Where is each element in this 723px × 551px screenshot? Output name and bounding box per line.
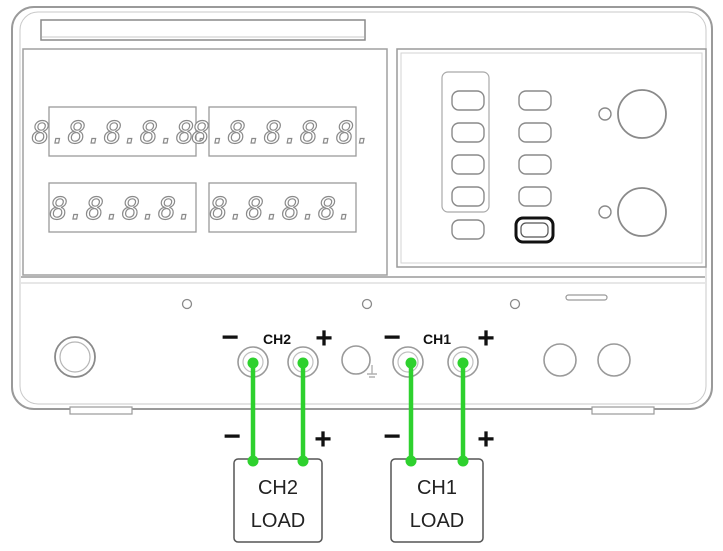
ch1-load-minus: − xyxy=(383,420,401,453)
right-button-2[interactable] xyxy=(518,122,552,143)
top-label-slot xyxy=(40,19,366,41)
ch1-plus-wire-bottom-dot xyxy=(457,455,469,467)
ch1-minus-terminal-inner xyxy=(397,351,419,373)
ch2-plus-wire-top-dot xyxy=(297,357,309,369)
ch1-primary-digits: 8.8.8.8.8. xyxy=(192,116,373,151)
ch2-panel-minus: − xyxy=(221,321,239,354)
right-button-4[interactable] xyxy=(518,186,552,207)
ch2-minus-wire-bottom-dot xyxy=(247,455,259,467)
left-button-1[interactable] xyxy=(451,90,485,111)
ch1-load-line1: CH1 xyxy=(417,477,457,499)
left-foot xyxy=(69,406,133,415)
indicator-led-left xyxy=(181,298,193,310)
ch2-panel-label: CH2 xyxy=(263,331,291,347)
right-button-1[interactable] xyxy=(518,90,552,111)
ground-terminal[interactable] xyxy=(341,345,371,375)
upper-knob-indicator xyxy=(598,107,612,121)
output-button-inner xyxy=(520,222,549,238)
ch1-minus-wire-bottom-dot xyxy=(405,455,417,467)
upper-knob[interactable] xyxy=(617,89,667,139)
ch2-load-line1: CH2 xyxy=(258,477,298,499)
ch2-minus-wire-top-dot xyxy=(247,357,259,369)
ch1-panel-plus: + xyxy=(477,322,495,355)
lower-knob[interactable] xyxy=(617,187,667,237)
lower-knob-indicator xyxy=(598,205,612,219)
right-foot xyxy=(591,406,655,415)
wiring-group xyxy=(247,357,469,467)
ch1-load-line2: LOAD xyxy=(410,510,464,532)
ch1-panel-minus: − xyxy=(383,321,401,354)
ch2-secondary-display xyxy=(48,182,197,233)
ch2-load-line2: LOAD xyxy=(251,510,305,532)
ch1-panel-label: CH1 xyxy=(423,331,451,347)
ch1-load-box xyxy=(390,458,484,543)
display-panel xyxy=(22,48,388,276)
ch1-primary-display xyxy=(208,106,357,157)
ch2-load-minus: − xyxy=(223,420,241,453)
indicator-led-center xyxy=(361,298,373,310)
ch1-minus-wire-top-dot xyxy=(405,357,417,369)
ch1-load-plus: + xyxy=(477,423,495,456)
ground-symbol-icon xyxy=(367,365,377,378)
ch2-panel-plus: + xyxy=(315,322,333,355)
small-slot xyxy=(565,294,608,301)
power-switch-inner xyxy=(59,341,91,373)
ch1-secondary-display xyxy=(208,182,357,233)
aux-terminal-left[interactable] xyxy=(543,343,577,377)
left-button-5[interactable] xyxy=(451,219,485,240)
aux-terminal-right[interactable] xyxy=(597,343,631,377)
ch2-primary-digits: 8.8.8.8.8. xyxy=(32,116,213,151)
ch2-secondary-digits: 8.8.8.8. xyxy=(50,192,195,227)
ch1-plus-wire-top-dot xyxy=(457,357,469,369)
output-button-highlighted[interactable] xyxy=(514,216,555,244)
left-button-2[interactable] xyxy=(451,122,485,143)
power-switch[interactable] xyxy=(54,336,96,378)
control-panel-inner xyxy=(400,52,703,264)
ch2-primary-display xyxy=(48,106,197,157)
right-button-3[interactable] xyxy=(518,154,552,175)
ch2-load-plus: + xyxy=(314,423,332,456)
indicator-led-right xyxy=(509,298,521,310)
left-button-3[interactable] xyxy=(451,154,485,175)
ch1-secondary-digits: 8.8.8.8. xyxy=(210,192,355,227)
left-button-4[interactable] xyxy=(451,186,485,207)
ch2-plus-wire-bottom-dot xyxy=(297,455,309,467)
ch2-load-box xyxy=(233,458,323,543)
